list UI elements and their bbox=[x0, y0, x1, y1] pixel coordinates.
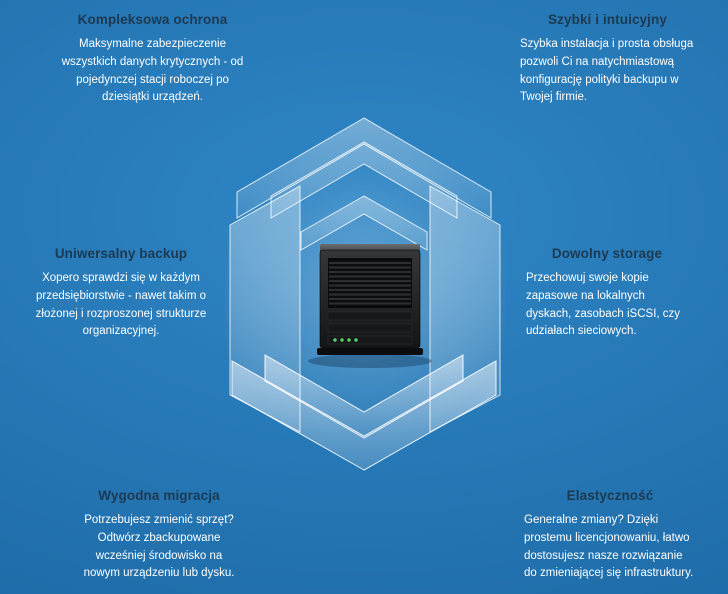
glass-cube-panels bbox=[229, 117, 501, 471]
feature-description: Potrzebujesz zmienić sprzęt? Odtwórz zba… bbox=[83, 514, 235, 580]
glass-panel-back-top bbox=[300, 195, 428, 251]
cube-svg bbox=[214, 117, 514, 471]
feature-title: Elastyczność bbox=[566, 488, 654, 503]
feature-elastycznosc: Elastyczność Generalne zmiany? Dzięki pr… bbox=[524, 488, 696, 583]
feature-description: Szybka instalacja i prosta obsługa pozwo… bbox=[520, 38, 694, 104]
feature-description: Generalne zmiany? Dzięki prostemu licenc… bbox=[524, 514, 694, 580]
feature-title: Dowolny storage bbox=[551, 246, 663, 261]
feature-szybki-i-intuicyjny: Szybki i intuicyjny Szybka instalacja i … bbox=[520, 12, 695, 107]
feature-uniwersalny-backup: Uniwersalny backup Xopero sprawdzi się w… bbox=[32, 246, 210, 341]
feature-kompleksowa-ochrona: Kompleksowa ochrona Maksymalne zabezpiec… bbox=[60, 12, 245, 107]
feature-title: Uniwersalny backup bbox=[54, 246, 188, 261]
feature-description: Maksymalne zabezpieczenie wszystkich dan… bbox=[61, 38, 244, 104]
glass-panel-top-inner bbox=[270, 141, 458, 219]
feature-title: Szybki i intuicyjny bbox=[548, 12, 667, 27]
feature-title: Kompleksowa ochrona bbox=[77, 12, 228, 27]
server-status-leds bbox=[333, 338, 358, 342]
feature-description: Xopero sprawdzi się w każdym przedsiębio… bbox=[35, 272, 207, 338]
glass-panel-bottom-inner bbox=[264, 354, 464, 439]
server-base bbox=[317, 348, 423, 355]
feature-title: Wygodna migracja bbox=[98, 488, 220, 503]
backup-cube-illustration bbox=[214, 108, 514, 480]
server-drive-bays bbox=[327, 311, 413, 345]
server-grille-panel bbox=[328, 258, 412, 308]
server-icon bbox=[308, 244, 432, 368]
server-shadow bbox=[308, 354, 432, 368]
feature-wygodna-migracja: Wygodna migracja Potrzebujesz zmienić sp… bbox=[76, 488, 242, 583]
server-grille-slats bbox=[329, 261, 411, 305]
feature-dowolny-storage: Dowolny storage Przechowuj swoje kopie z… bbox=[526, 246, 688, 341]
feature-description: Przechowuj swoje kopie zapasowe na lokal… bbox=[526, 272, 681, 338]
